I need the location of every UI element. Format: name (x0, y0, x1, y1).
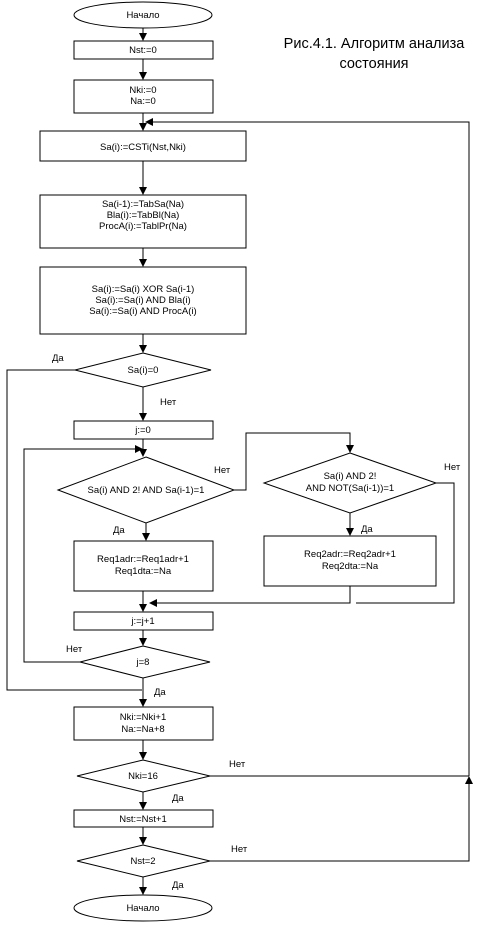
req1-block (73, 540, 214, 592)
start-label: Начало (126, 10, 159, 21)
csti-text: Sa(i):=CSTi(Nst,Nki) (100, 142, 186, 153)
j-init-text: j:=0 (134, 425, 151, 436)
label-yes-nki16: Да (172, 793, 184, 804)
decision-sa-zero-text: Sa(i)=0 (128, 365, 159, 376)
req2-line1: Req2adr:=Req2adr+1 (304, 549, 396, 560)
label-yes-cond2: Да (361, 524, 373, 535)
nki-init-line2: Na:=0 (130, 96, 156, 107)
figure-caption-line1: Рис.4.1. Алгоритм анализа (284, 36, 466, 52)
decision-j8-text: j=8 (136, 657, 150, 668)
label-yes-nst2: Да (172, 880, 184, 891)
label-yes-sa-zero: Да (52, 353, 64, 364)
tables-line3: ProcA(i):=TablPr(Na) (99, 221, 187, 232)
decision-cond2-line1: Sa(i) AND 2! (324, 471, 377, 482)
nki-init-block (73, 79, 214, 114)
nst-inc-text: Nst:=Nst+1 (119, 814, 167, 825)
decision-nst2-text: Nst=2 (130, 856, 155, 867)
label-yes-j8: Да (154, 687, 166, 698)
label-no-cond2: Нет (444, 462, 461, 473)
logic-block (39, 266, 247, 335)
logic-line1: Sa(i):=Sa(i) XOR Sa(i-1) (92, 284, 195, 295)
nki-init-line1: Nki:=0 (129, 85, 156, 96)
decision-cond2-line2: AND NOT(Sa(i-1))=1 (306, 483, 394, 494)
label-no-nki16: Нет (229, 759, 246, 770)
nki-inc-block (73, 706, 214, 741)
nki-inc-line1: Nki:=Nki+1 (120, 712, 166, 723)
req2-line2: Req2dta:=Na (322, 561, 379, 572)
req2-block (263, 535, 437, 587)
j-inc-text: j:=j+1 (130, 616, 154, 627)
label-no-nst2: Нет (231, 844, 248, 855)
nst-init-text: Nst:=0 (129, 45, 157, 56)
nki-inc-line2: Na:=Na+8 (121, 724, 164, 735)
req1-line1: Req1adr:=Req1adr+1 (97, 554, 189, 565)
end-terminator (73, 894, 213, 922)
label-no-j8: Нет (66, 644, 83, 655)
label-yes-cond1: Да (113, 525, 125, 536)
logic-line2: Sa(i):=Sa(i) AND Bla(i) (95, 295, 190, 306)
logic-line3: Sa(i):=Sa(i) AND ProcA(i) (89, 306, 196, 317)
req1-line2: Req1dta:=Na (115, 566, 172, 577)
decision-cond1-text: Sa(i) AND 2! AND Sa(i-1)=1 (88, 485, 205, 496)
figure-caption-line2: состояния (339, 56, 408, 72)
end-label: Начало (126, 903, 159, 914)
tables-line2: Bla(i):=TabBl(Na) (107, 210, 180, 221)
label-no-cond1: Нет (214, 465, 231, 476)
tables-line1: Sa(i-1):=TabSa(Na) (102, 199, 184, 210)
decision-nki16-text: Nki=16 (128, 771, 158, 782)
label-no-sa-zero: Нет (160, 397, 177, 408)
